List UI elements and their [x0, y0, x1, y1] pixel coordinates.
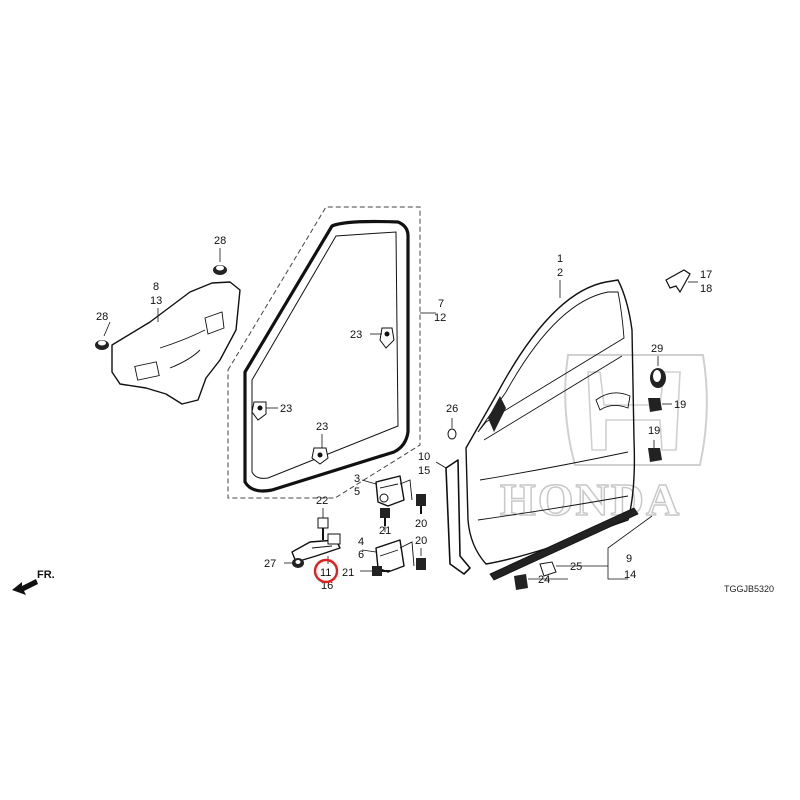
door-checker: [291, 533, 341, 563]
callout-23a: 23: [350, 329, 362, 341]
callout-13: 13: [150, 295, 162, 307]
callout-29: 29: [651, 343, 663, 355]
bolt-21-upper: [380, 508, 390, 526]
nut-19-lower: [648, 448, 662, 462]
sash-garnish: [445, 459, 471, 575]
callout-19a: 19: [674, 399, 686, 411]
callout-12: 12: [434, 312, 446, 324]
honda-watermark-logo: HONDA: [499, 354, 708, 526]
bolt-20-lower: [416, 558, 426, 570]
callout-6: 6: [358, 549, 364, 561]
callout-28b: 28: [96, 311, 108, 323]
diagram-code: TGGJB5320: [724, 584, 774, 594]
callout-22: 22: [316, 495, 328, 507]
clip-23-lower: [311, 447, 329, 465]
watermark-text: HONDA: [500, 474, 681, 525]
callout-21b: 21: [342, 567, 354, 579]
clip-23-left: [251, 401, 267, 421]
callout-17: 17: [700, 269, 712, 281]
callout-21a: 21: [379, 525, 391, 537]
front-direction-arrow: FR.: [12, 569, 55, 595]
callout-19b: 19: [648, 425, 660, 437]
clip-23-upper: [379, 327, 395, 349]
bolt-21-lower: [372, 566, 390, 576]
callout-20a: 20: [415, 518, 427, 530]
clip-24: [514, 574, 528, 590]
clip-25: [539, 561, 557, 577]
callout-27: 27: [264, 558, 276, 570]
callout-28a: 28: [214, 235, 226, 247]
callout-1: 1: [557, 253, 563, 265]
grommet-28-left: [95, 340, 109, 350]
callout-2: 2: [557, 267, 563, 279]
callout-5: 5: [354, 486, 360, 498]
callout-7: 7: [438, 298, 444, 310]
nut-19-upper: [648, 398, 662, 412]
bolt-22: [317, 517, 329, 540]
callout-25: 25: [570, 561, 582, 573]
nut-27: [292, 558, 304, 568]
callout-15: 15: [418, 465, 430, 477]
grommet-29: [650, 368, 666, 388]
ring-26: [447, 428, 457, 440]
weatherstrip-frame: [227, 206, 421, 499]
direction-label: FR.: [37, 569, 55, 581]
leader-lines: [103, 248, 698, 580]
grommet-28-top: [213, 265, 227, 275]
highlight-ring-part-11: [313, 558, 339, 584]
callout-14: 14: [624, 569, 636, 581]
callout-24: 24: [538, 574, 550, 586]
callout-23c: 23: [316, 421, 328, 433]
callout-23b: 23: [280, 403, 292, 415]
upper-hinge: [375, 475, 413, 507]
door-molding: [489, 507, 639, 581]
front-door-panel: [465, 279, 636, 565]
lower-hinge: [375, 539, 415, 573]
callout-9: 9: [626, 553, 632, 565]
callout-18: 18: [700, 283, 712, 295]
door-sealing-pad: [111, 281, 241, 405]
callout-26: 26: [446, 403, 458, 415]
callout-4: 4: [358, 536, 364, 548]
callout-20b: 20: [415, 535, 427, 547]
mirror-base-trim: [665, 269, 691, 294]
weatherstrip-inner-edge: [251, 231, 399, 479]
callout-labels: 28 8 13 28 7 12 23 23 23 1 2 17 18 29 19…: [96, 235, 712, 592]
door-weatherstrip: [243, 219, 410, 493]
callout-8: 8: [153, 281, 159, 293]
callout-11: 11: [320, 567, 331, 579]
callout-3: 3: [354, 473, 360, 485]
callout-10: 10: [418, 451, 430, 463]
